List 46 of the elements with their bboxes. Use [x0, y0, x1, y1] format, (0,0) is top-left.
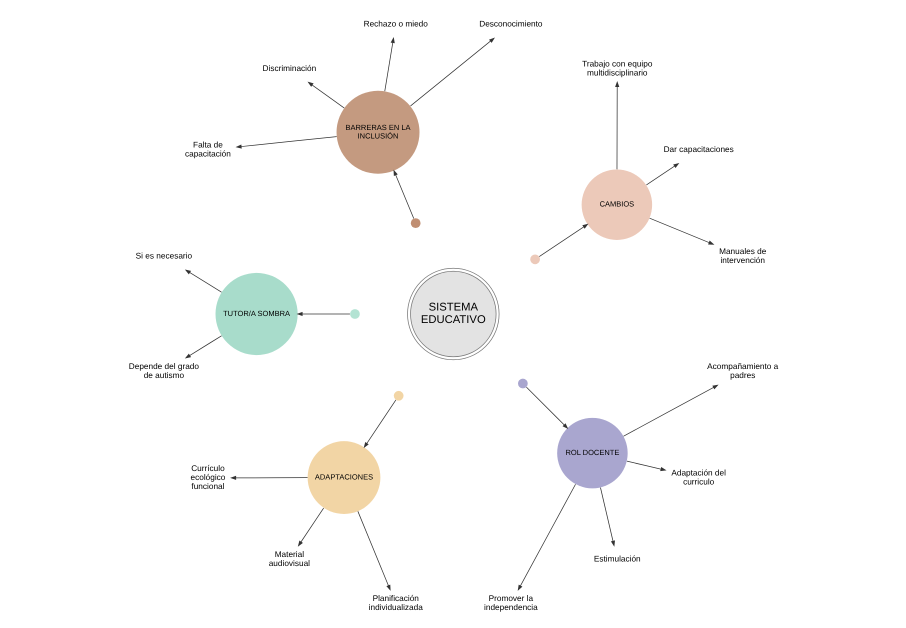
node-text: Trabajo con equipo multidisciplinario	[582, 59, 652, 78]
arrow	[614, 81, 619, 170]
node-text: Dar capacitaciones	[663, 145, 734, 154]
arrow	[517, 484, 576, 591]
arrow	[646, 162, 679, 186]
arrow	[184, 269, 222, 293]
node-circle	[410, 218, 420, 228]
node-circle: SISTEMA EDUCATIVO	[406, 268, 499, 360]
node-circle	[350, 309, 360, 319]
arrow	[526, 386, 568, 429]
node-text: Promover la independencia	[484, 594, 538, 612]
node-text: Material audiovisual	[268, 550, 310, 568]
node-circle	[393, 390, 404, 401]
node-circle	[530, 254, 540, 264]
node-circle: ROL DOCENTE	[556, 418, 628, 488]
arrow	[384, 37, 394, 92]
arrow	[230, 476, 308, 480]
node-text: Estimulación	[593, 554, 640, 564]
arrow	[648, 218, 714, 245]
node-circle: TUTOR/A SOMBRA	[215, 272, 298, 356]
arrow	[622, 384, 718, 437]
arrow	[626, 460, 666, 472]
node-circle: BARRERAS EN LA INCLUSIÓN	[336, 90, 420, 174]
node-text: Falta de capacitación	[184, 140, 230, 159]
arrow	[600, 487, 614, 547]
node-circle	[518, 378, 528, 388]
arrow	[184, 335, 222, 359]
arrow	[235, 136, 337, 149]
node-text: Currículo ecológico funcional	[190, 464, 225, 492]
node-text: Adaptación del curriculo	[670, 468, 726, 487]
node-text: Si es necesario	[135, 252, 192, 261]
node-text: Planificación individualizada	[368, 594, 422, 612]
node-text: Manuales de intervención	[718, 247, 766, 266]
node-text: Acompañamiento a padres	[706, 362, 778, 380]
node-text: Desconocimiento	[478, 20, 542, 29]
node-text: Discriminación	[262, 64, 316, 73]
arrow	[307, 82, 344, 108]
arrow	[296, 312, 350, 316]
node-text: Rechazo o miedo	[363, 20, 428, 29]
arrow	[357, 510, 390, 591]
arrow	[363, 400, 396, 448]
arrow	[393, 170, 414, 219]
node-text: Depende del grado de autismo	[128, 362, 198, 380]
arrow	[538, 224, 588, 257]
arrow	[297, 508, 324, 547]
arrow	[410, 37, 494, 106]
